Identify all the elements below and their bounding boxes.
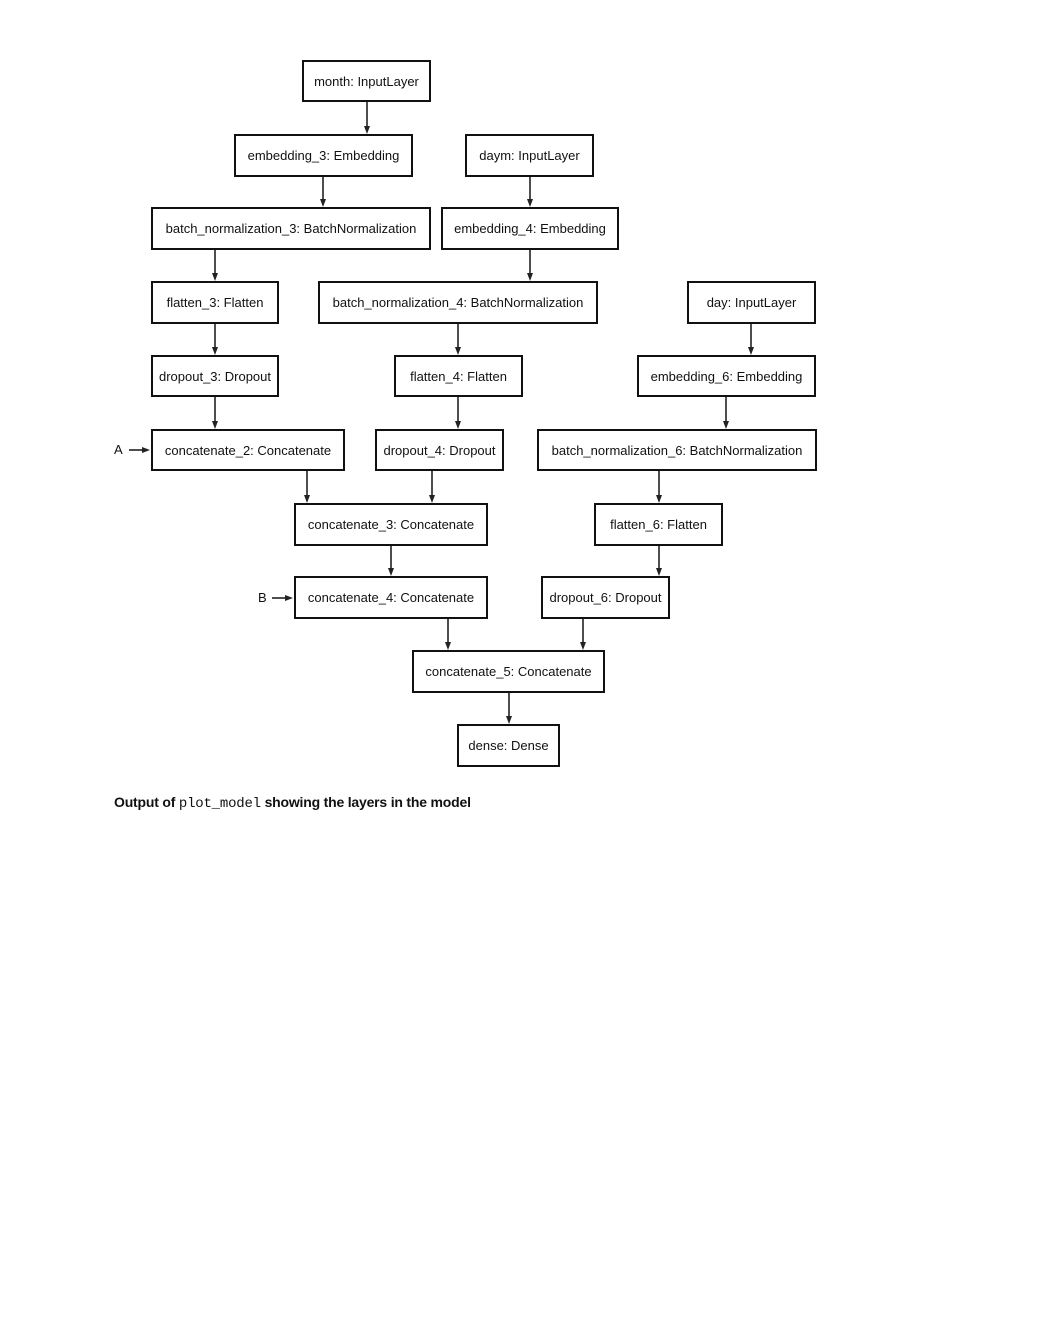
- edge-flatten-3-to-dropout-3: [212, 324, 218, 355]
- layer-node-batch-normalization-6: batch_normalization_6: BatchNormalizatio…: [537, 429, 817, 471]
- edge-dropout-4-to-concatenate-3: [429, 471, 435, 503]
- layer-node-concatenate-4: concatenate_4: Concatenate: [294, 576, 488, 619]
- layer-node-embedding-6: embedding_6: Embedding: [637, 355, 816, 397]
- edge-month-to-embedding-3: [364, 102, 370, 134]
- layer-node-flatten-4: flatten_4: Flatten: [394, 355, 523, 397]
- layer-node-month: month: InputLayer: [302, 60, 431, 102]
- caption-code: plot_model: [178, 796, 261, 812]
- layer-node-batch-normalization-4: batch_normalization_4: BatchNormalizatio…: [318, 281, 598, 324]
- caption-suffix: showing the layers in the model: [260, 794, 471, 810]
- edge-day-to-embedding-6: [748, 324, 754, 355]
- layer-node-daym: daym: InputLayer: [465, 134, 594, 177]
- layer-node-concatenate-3: concatenate_3: Concatenate: [294, 503, 488, 546]
- layer-node-concatenate-5: concatenate_5: Concatenate: [412, 650, 605, 693]
- edge-concatenate-4-to-concatenate-5: [445, 619, 451, 650]
- edge-dropout-3-to-concatenate-2: [212, 397, 218, 429]
- edge-embedding-4-to-batch-normalization-4: [527, 250, 533, 281]
- layer-node-dropout-3: dropout_3: Dropout: [151, 355, 279, 397]
- layer-node-concatenate-2: concatenate_2: Concatenate: [151, 429, 345, 471]
- caption-prefix: Output of: [114, 794, 179, 810]
- layer-node-day: day: InputLayer: [687, 281, 816, 324]
- edge-embedding-6-to-batch-normalization-6: [723, 397, 729, 429]
- layer-node-embedding-3: embedding_3: Embedding: [234, 134, 413, 177]
- edge-batch-normalization-3-to-flatten-3: [212, 250, 218, 281]
- edge-concatenate-5-to-dense: [506, 693, 512, 724]
- external-input-label-b: B: [258, 590, 267, 605]
- edge-dropout-6-to-concatenate-5: [580, 619, 586, 650]
- external-input-label-a: A: [114, 442, 123, 457]
- edge-flatten-4-to-dropout-4: [455, 397, 461, 429]
- layer-node-batch-normalization-3: batch_normalization_3: BatchNormalizatio…: [151, 207, 431, 250]
- layer-node-embedding-4: embedding_4: Embedding: [441, 207, 619, 250]
- edge-concatenate-3-to-concatenate-4: [388, 546, 394, 576]
- edge-concatenate-2-to-concatenate-3: [304, 471, 310, 503]
- layer-node-dense: dense: Dense: [457, 724, 560, 767]
- edge-flatten-6-to-dropout-6: [656, 546, 662, 576]
- layer-node-dropout-4: dropout_4: Dropout: [375, 429, 504, 471]
- edge-embedding-3-to-batch-normalization-3: [320, 177, 326, 207]
- figure-caption: Output of plot_model showing the layers …: [114, 794, 471, 812]
- edge-batch-normalization-4-to-flatten-4: [455, 324, 461, 355]
- edge-batch-normalization-6-to-flatten-6: [656, 471, 662, 503]
- external-input-arrow-a: [129, 447, 150, 453]
- layer-node-dropout-6: dropout_6: Dropout: [541, 576, 670, 619]
- edge-daym-to-embedding-4: [527, 177, 533, 207]
- external-input-arrow-b: [272, 595, 293, 601]
- layer-node-flatten-3: flatten_3: Flatten: [151, 281, 279, 324]
- layer-node-flatten-6: flatten_6: Flatten: [594, 503, 723, 546]
